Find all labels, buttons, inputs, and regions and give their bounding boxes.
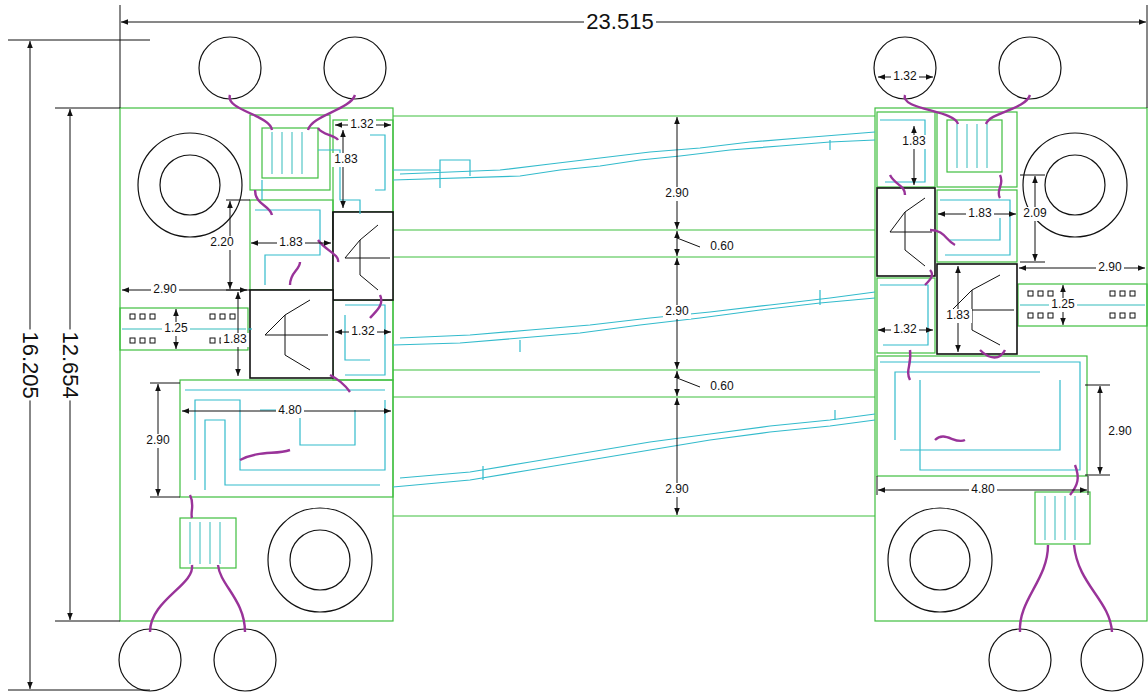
dimension-label: 1.83 xyxy=(332,153,359,166)
dimension-label: 1.83 xyxy=(900,135,927,148)
dimension-label: 2.90 xyxy=(1096,261,1123,274)
dimension-label: 1.32 xyxy=(891,70,918,83)
dimension-label: 0.60 xyxy=(708,240,735,253)
dimension-label: 2.90 xyxy=(144,434,171,447)
overall-dimension: 23.515 xyxy=(584,10,655,34)
dimension-label: 2.90 xyxy=(663,305,690,318)
dimension-label: 1.83 xyxy=(944,309,971,322)
dimension-label: 1.32 xyxy=(349,325,376,338)
dimension-label: 1.83 xyxy=(966,207,993,220)
dimension-label: 1.83 xyxy=(221,333,248,346)
overall-dimension: 12.654 xyxy=(58,329,82,400)
dimension-label: 4.80 xyxy=(276,404,303,417)
dimension-label: 2.20 xyxy=(208,236,235,249)
overall-dimension: 16.205 xyxy=(18,329,42,400)
dimension-label: 1.32 xyxy=(891,323,918,336)
dimension-label: 2.90 xyxy=(663,187,690,200)
dimension-label: 1.25 xyxy=(1049,298,1076,311)
dimension-label: 2.90 xyxy=(663,483,690,496)
dimension-label: 2.09 xyxy=(1021,207,1048,220)
dimension-label: 4.80 xyxy=(969,483,996,496)
dimension-label: 0.60 xyxy=(708,380,735,393)
dimension-label: 1.83 xyxy=(277,236,304,249)
dimension-label: 2.90 xyxy=(151,283,178,296)
dimension-label: 1.32 xyxy=(348,118,375,131)
dimension-label: 2.90 xyxy=(1106,425,1133,438)
dimension-label: 1.25 xyxy=(162,322,189,335)
